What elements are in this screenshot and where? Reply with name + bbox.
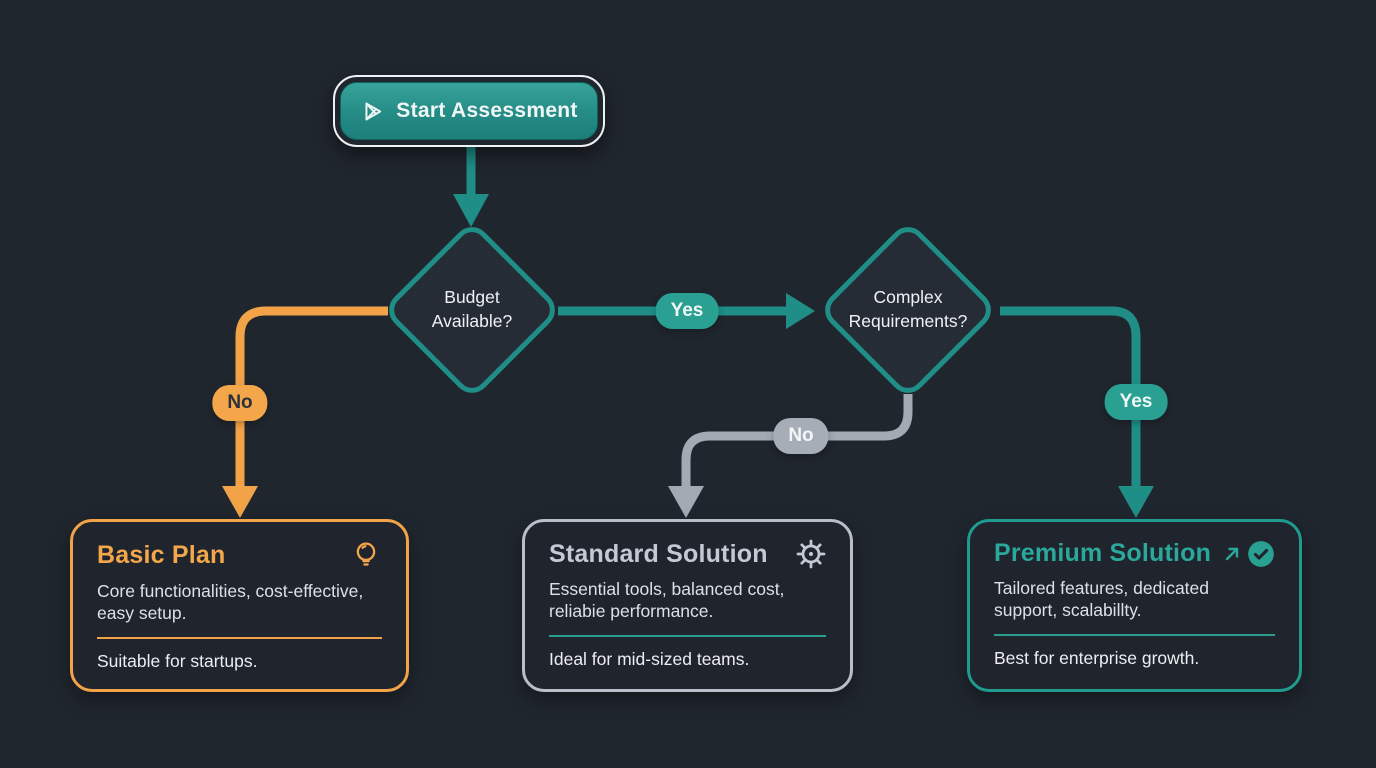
edge-start-to-budget (453, 147, 489, 227)
standard-card-footer: Ideal for mid-sized teams. (549, 649, 750, 670)
premium-card-description: Tailored features, dedicated support, sc… (994, 578, 1209, 621)
edge-label-budget-no: No (212, 385, 268, 421)
edge-complex-yes-to-premium (1000, 306, 1154, 518)
edge-label-budget-yes: Yes (655, 293, 719, 329)
outcome-card-standard[interactable]: Standard Solution Essential tools, balan… (522, 519, 853, 692)
start-assessment-button[interactable]: Start Assessment (333, 75, 605, 147)
edge-complex-no-to-standard (668, 394, 913, 518)
edge-budget-no-to-basic (222, 306, 388, 518)
basic-card-footer: Suitable for startups. (97, 651, 258, 672)
premium-card-title: Premium Solution (994, 539, 1212, 567)
gear-icon (796, 539, 826, 569)
edge-label-complex-yes: Yes (1104, 384, 1168, 420)
edge-label-complex-no: No (773, 418, 829, 454)
start-button-label: Start Assessment (396, 99, 578, 122)
basic-card-title: Basic Plan (97, 540, 226, 569)
decision-complex-shape[interactable] (808, 210, 1008, 410)
premium-card-divider (994, 634, 1275, 637)
arrow-up-right-icon (1220, 542, 1244, 566)
basic-card-divider (97, 637, 382, 640)
lightbulb-icon (350, 539, 382, 571)
standard-card-description: Essential tools, balanced cost, reliabie… (549, 579, 785, 622)
premium-card-footer: Best for enterprise growth. (994, 648, 1200, 669)
outcome-card-basic[interactable]: Basic Plan Core functionalities, cost-ef… (70, 519, 409, 692)
play-icon (360, 99, 385, 124)
decision-budget-shape[interactable] (372, 210, 572, 410)
outcome-card-premium[interactable]: Premium Solution Tailored features, dedi… (967, 519, 1302, 692)
basic-card-description: Core functionalities, cost-effective, ea… (97, 581, 364, 624)
standard-card-divider (549, 635, 826, 638)
check-circle-icon (1247, 540, 1275, 568)
standard-card-title: Standard Solution (549, 539, 768, 568)
